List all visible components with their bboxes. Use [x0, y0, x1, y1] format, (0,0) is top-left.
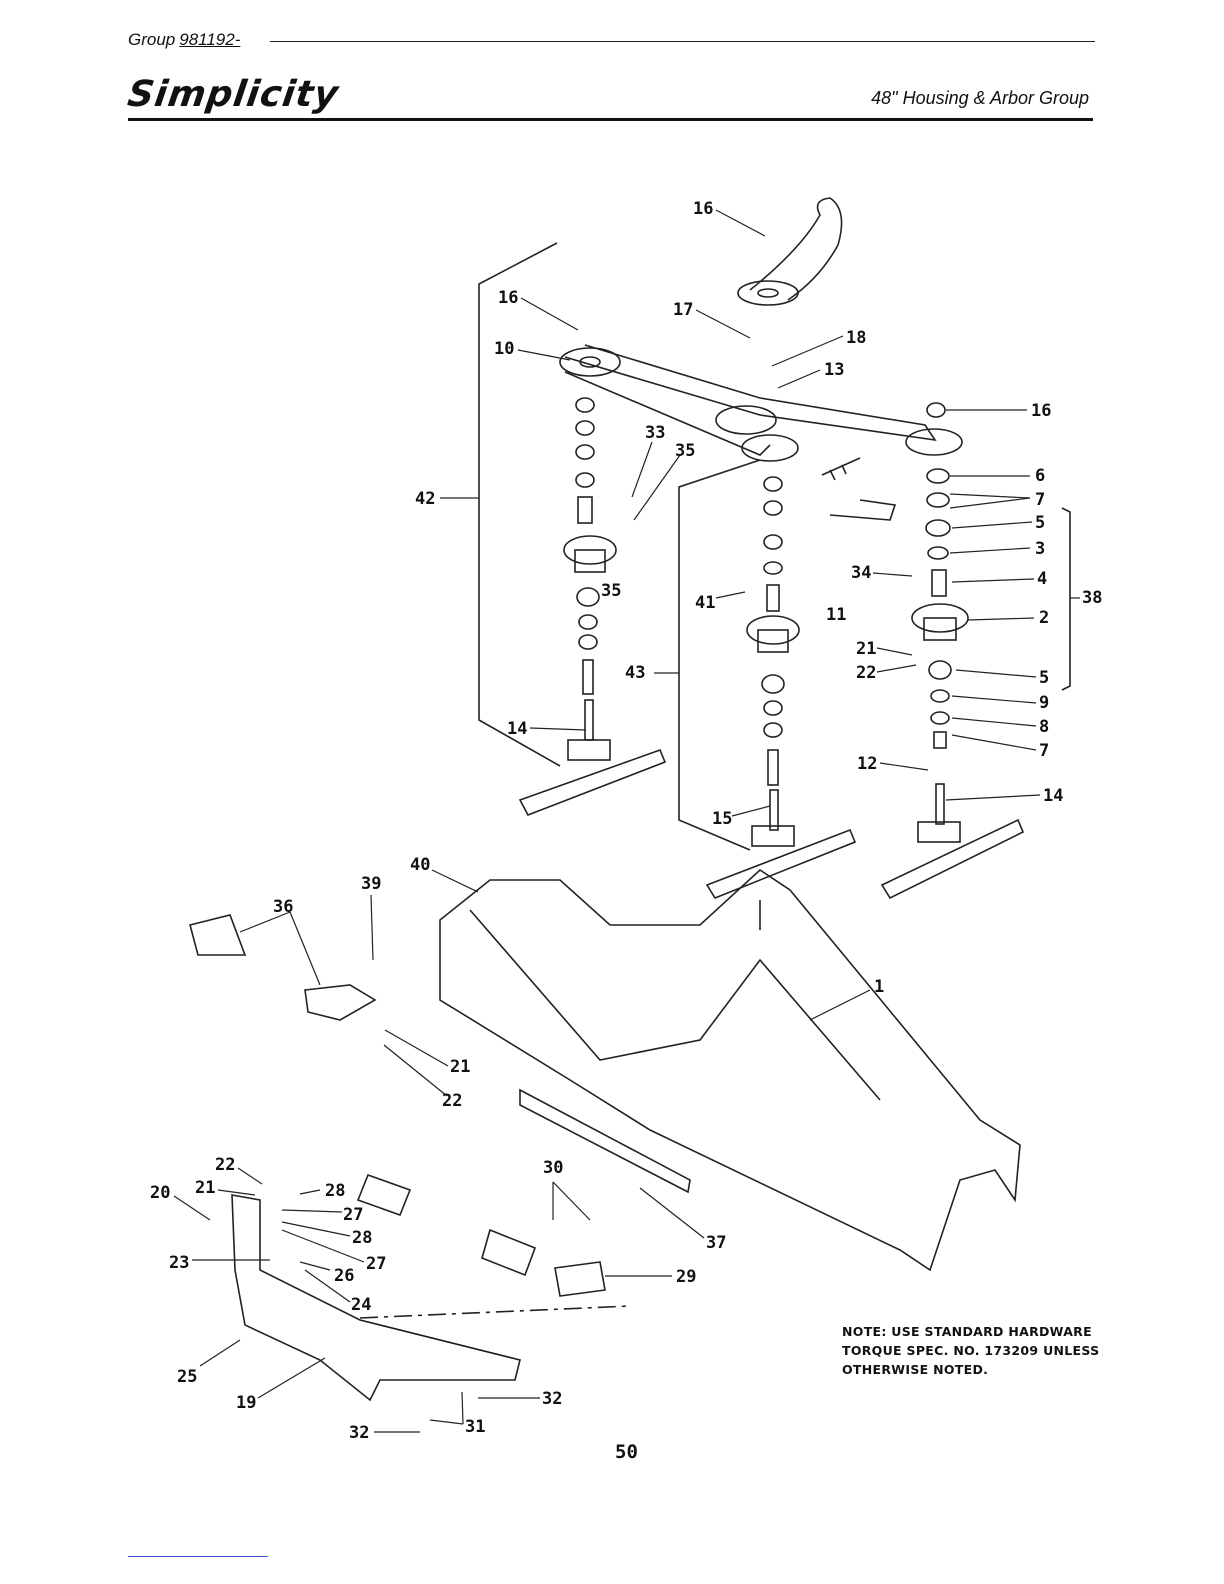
- deck-housing: [440, 870, 1020, 1270]
- blade-right: [882, 820, 1023, 898]
- front-hitch: [232, 1195, 520, 1400]
- idler-arm: [750, 198, 842, 300]
- callout-label: 27: [343, 1205, 363, 1225]
- callout-label: 17: [673, 300, 693, 320]
- callout-label: 19: [236, 1393, 256, 1413]
- callout-label: 10: [494, 339, 514, 359]
- callout-label: 20: [150, 1183, 170, 1203]
- callout-label: 26: [334, 1266, 354, 1286]
- callout-label: 14: [507, 719, 527, 739]
- callout-label: 22: [442, 1091, 462, 1111]
- callout-label: 24: [351, 1295, 371, 1315]
- callout-label: 21: [856, 639, 876, 659]
- callout-label: 21: [450, 1057, 470, 1077]
- callout-label: 9: [1039, 693, 1049, 713]
- callout-label: 28: [352, 1228, 372, 1248]
- bracket-36b: [305, 985, 375, 1020]
- callout-label: 40: [410, 855, 430, 875]
- callout-label: 21: [195, 1178, 215, 1198]
- callout-label: 16: [498, 288, 518, 308]
- callout-label: 32: [542, 1389, 562, 1409]
- callout-label: 39: [361, 874, 381, 894]
- bracket-36a: [190, 915, 245, 955]
- callout-label: 35: [675, 441, 695, 461]
- callout-label: 1: [874, 977, 884, 997]
- callout-label: 31: [465, 1417, 485, 1437]
- note-line: OTHERWISE NOTED.: [842, 1360, 1122, 1379]
- bracket-38: [1062, 508, 1070, 690]
- callout-label: 35: [601, 581, 621, 601]
- callout-label: 13: [824, 360, 844, 380]
- callout-label: 6: [1035, 466, 1045, 486]
- roller-2: [482, 1230, 535, 1275]
- callout-label: 32: [349, 1423, 369, 1443]
- callout-label: 12: [857, 754, 877, 774]
- plate-29: [555, 1262, 605, 1296]
- callout-label: 34: [851, 563, 871, 583]
- callout-label: 27: [366, 1254, 386, 1274]
- callout-label: 33: [645, 423, 665, 443]
- callout-label: 16: [693, 199, 713, 219]
- bracket-43: [679, 460, 760, 850]
- callout-label: 14: [1043, 786, 1063, 806]
- callout-label: 15: [712, 809, 732, 829]
- note-line: NOTE: USE STANDARD HARDWARE: [842, 1322, 1122, 1341]
- callout-label: 36: [273, 897, 293, 917]
- callout-label: 22: [856, 663, 876, 683]
- callout-label: 7: [1035, 490, 1045, 510]
- callout-label: 43: [625, 663, 645, 683]
- callout-label: 7: [1039, 741, 1049, 761]
- hardware-note: NOTE: USE STANDARD HARDWARE TORQUE SPEC.…: [842, 1322, 1122, 1379]
- callout-labels: 16 16 17 18 10 13 16 33 35 6 7 5 3 42 34…: [150, 199, 1102, 1443]
- callout-label: 42: [415, 489, 435, 509]
- page-number: 50: [615, 1441, 638, 1463]
- callout-label: 25: [177, 1367, 197, 1387]
- spring: [822, 458, 860, 480]
- spindle-right: [882, 403, 1023, 898]
- callout-label: 11: [826, 605, 846, 625]
- callout-label: 37: [706, 1233, 726, 1253]
- callout-label: 3: [1035, 539, 1045, 559]
- callout-label: 41: [695, 593, 715, 613]
- callout-label: 18: [846, 328, 866, 348]
- callout-label: 16: [1031, 401, 1051, 421]
- bracket-42: [479, 243, 560, 766]
- callout-label: 30: [543, 1158, 563, 1178]
- callout-label: 8: [1039, 717, 1049, 737]
- footer-rule: [128, 1556, 268, 1557]
- callout-label: 2: [1039, 608, 1049, 628]
- pulley-left: [560, 348, 620, 376]
- pulley-right: [906, 429, 962, 455]
- callout-label: 29: [676, 1267, 696, 1287]
- spindle-center: [707, 477, 855, 930]
- idler-pulley: [738, 281, 798, 305]
- callout-label: 22: [215, 1155, 235, 1175]
- diagram-drawing: [190, 198, 1070, 1400]
- belt: [565, 345, 935, 440]
- roller-1: [358, 1175, 410, 1215]
- idler-bracket: [830, 500, 895, 520]
- blade-center: [707, 830, 855, 898]
- spindle-left: [520, 398, 665, 815]
- callout-label: 28: [325, 1181, 345, 1201]
- callout-label: 4: [1037, 569, 1047, 589]
- callout-label: 5: [1039, 668, 1049, 688]
- callout-label: 23: [169, 1253, 189, 1273]
- callout-label: 38: [1082, 588, 1102, 608]
- note-line: TORQUE SPEC. NO. 173209 UNLESS: [842, 1341, 1122, 1360]
- callout-label: 5: [1035, 513, 1045, 533]
